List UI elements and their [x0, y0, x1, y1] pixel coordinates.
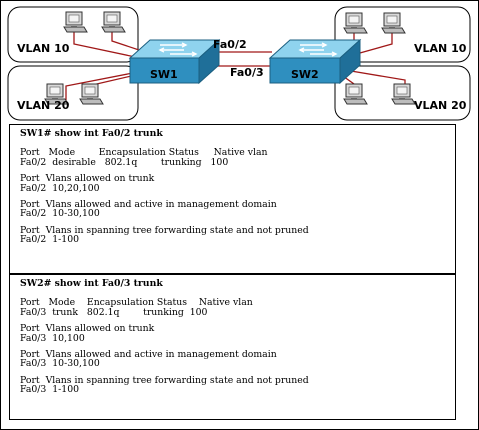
cli-line: Port Vlans allowed and active in managem…	[20, 199, 277, 211]
cli-line: Fa0/3 10,100	[20, 332, 85, 344]
sw1-prompt: SW1#	[20, 128, 52, 139]
cli-line: Port Vlans allowed and active in managem…	[20, 349, 277, 361]
sw2-command-line: SW2# show int Fa0/3 trunk	[20, 279, 455, 288]
sw1-label: SW1	[150, 68, 178, 81]
sw1-cli-output: SW1# show int Fa0/2 trunk Port Mode Enca…	[9, 124, 456, 274]
cli-line: Fa0/3 trunk 802.1q trunking 100	[20, 306, 208, 318]
cli-line: Port Vlans in spanning tree forwarding s…	[20, 374, 309, 386]
sw1-vlan20-label: VLAN 20	[17, 99, 70, 112]
cli-line: Fa0/2 1-100	[20, 234, 80, 246]
sw2-label: SW2	[291, 68, 319, 81]
network-topology: SW1 SW2 VLAN 10 VLAN 20 VLAN 10 VLAN 20 …	[7, 6, 471, 121]
cli-line: Fa0/2 desirable 802.1q trunking 100	[20, 156, 229, 168]
fa0-2-port-label: Fa0/2	[213, 38, 247, 51]
sw2-command: show int Fa0/3 trunk	[54, 278, 163, 289]
cli-line: Fa0/2 10-30,100	[20, 208, 100, 220]
sw1-vlan20-group	[7, 65, 139, 121]
sw2-vlan10-label: VLAN 10	[414, 42, 467, 55]
fa0-3-port-label: Fa0/3	[230, 66, 264, 79]
sw2-prompt: SW2#	[20, 278, 52, 289]
sw1-command: show int Fa0/2 trunk	[54, 128, 163, 139]
cli-line: Port Mode Encapsulation Status Native vl…	[20, 297, 253, 309]
sw2-cli-output: SW2# show int Fa0/3 trunk Port Mode Enca…	[9, 274, 456, 420]
cli-line: Port Vlans in spanning tree forwarding s…	[20, 224, 309, 236]
cli-line: Port Vlans allowed on trunk	[20, 173, 155, 185]
sw2-switch-icon	[268, 38, 362, 85]
sw1-command-line: SW1# show int Fa0/2 trunk	[20, 129, 455, 138]
cli-line: Port Mode Encapsulation Status Native vl…	[20, 147, 268, 159]
cli-line: Port Vlans allowed on trunk	[20, 323, 155, 335]
sw1-vlan10-label: VLAN 10	[17, 42, 70, 55]
cli-line: Fa0/2 10,20,100	[20, 182, 100, 194]
sw1-switch-icon	[128, 38, 221, 85]
sw2-vlan10-group	[334, 6, 471, 63]
sw2-vlan20-label: VLAN 20	[414, 99, 467, 112]
cli-line: Fa0/3 10-30,100	[20, 358, 100, 370]
cli-line: Fa0/3 1-100	[20, 384, 80, 396]
